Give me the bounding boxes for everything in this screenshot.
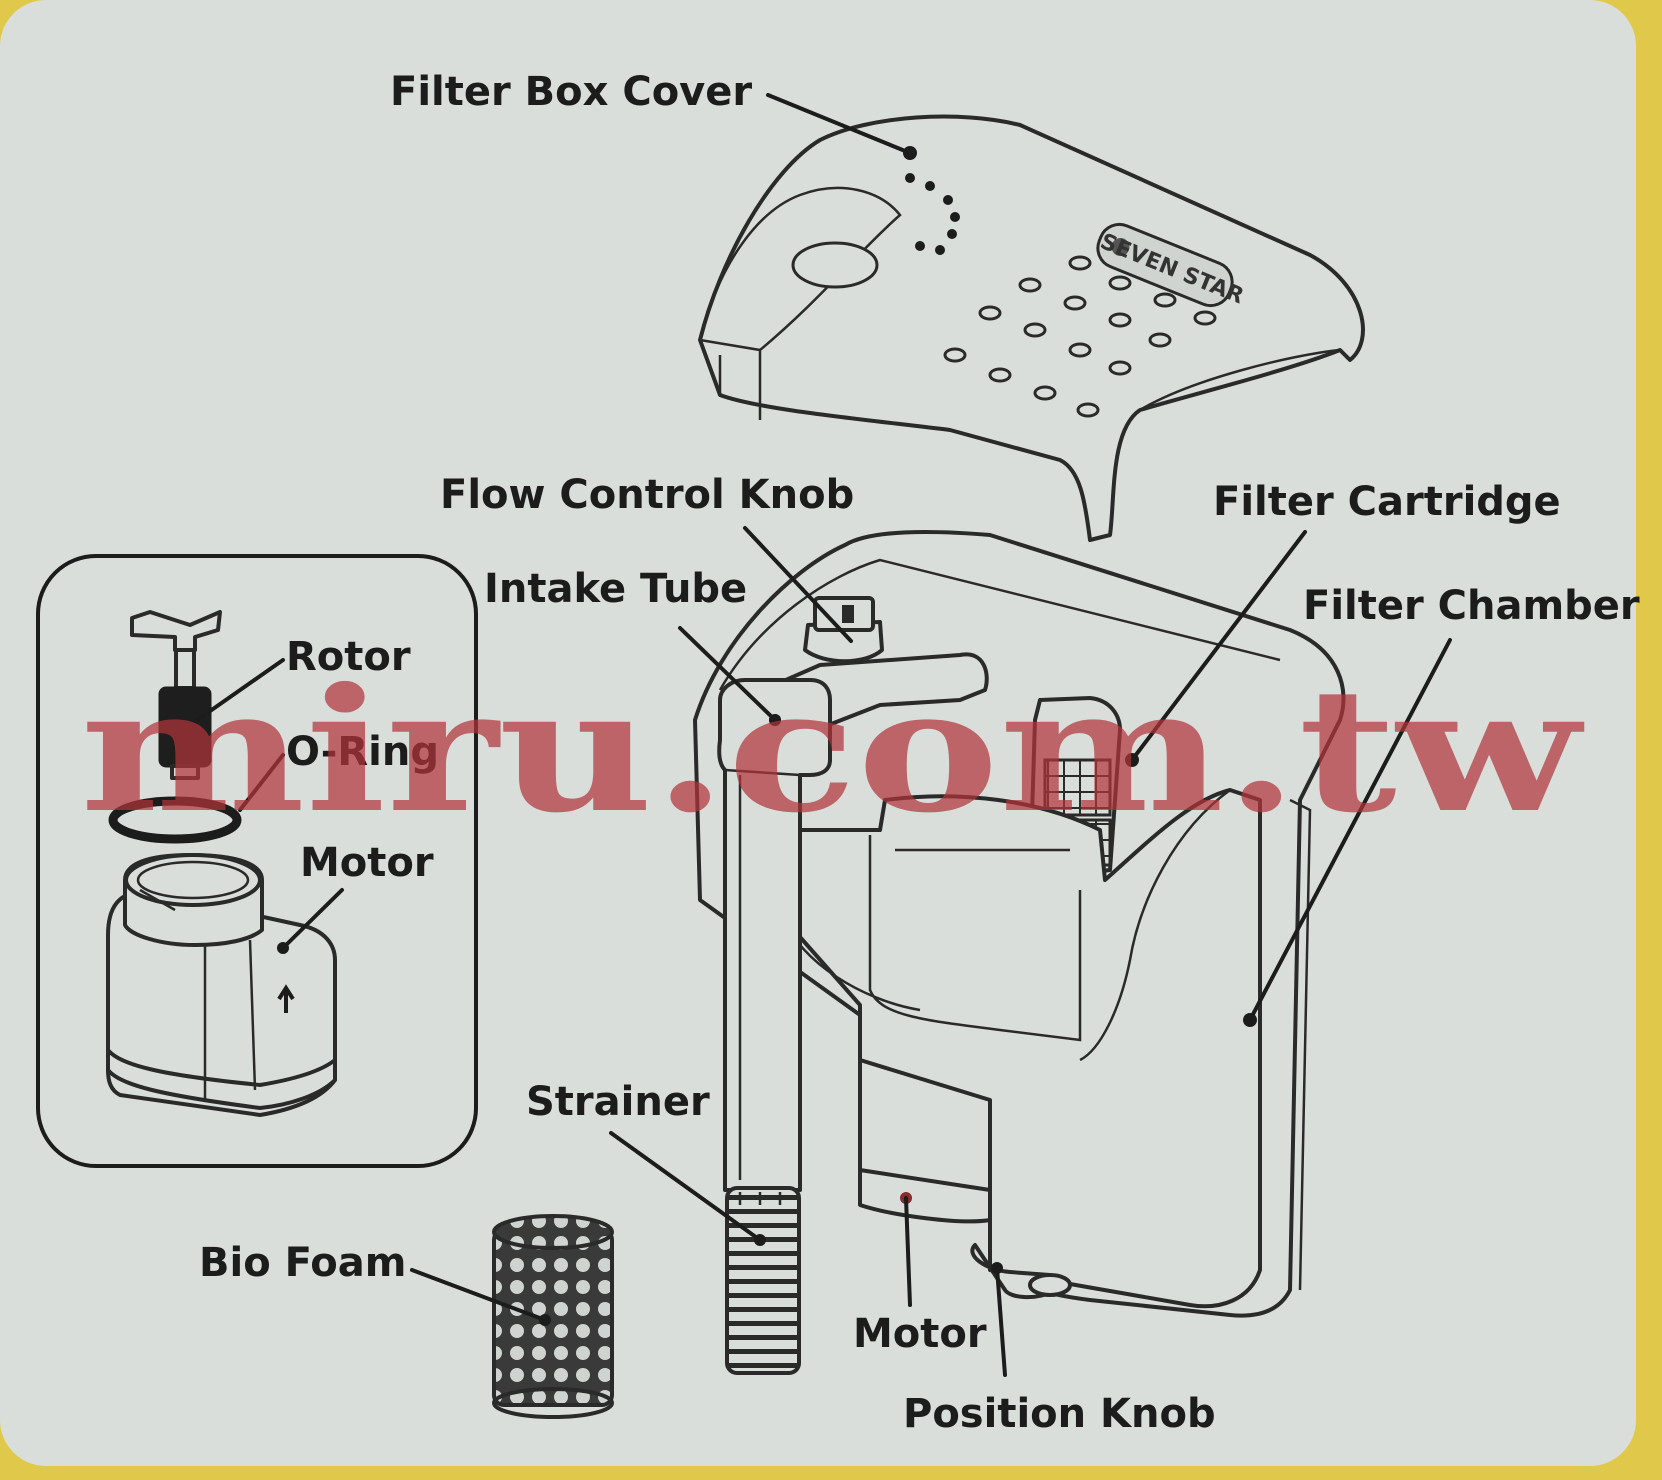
flow-control-knob [803, 596, 884, 664]
label-rotor: Rotor [286, 634, 411, 680]
label-filter-chamber: Filter Chamber [1303, 583, 1640, 629]
label-motor-main: Motor [853, 1311, 987, 1357]
o-ring [108, 796, 242, 844]
filter-chamber-body [693, 530, 1346, 1318]
motor-inset-part [106, 853, 337, 1117]
position-knob [970, 1243, 1072, 1299]
filter-box-cover: SEVEN STAR [698, 114, 1365, 542]
rotor [130, 610, 222, 780]
strainer [725, 1186, 801, 1375]
label-position-knob: Position Knob [903, 1391, 1216, 1437]
leader-lines [191, 93, 1452, 1377]
intake-tube [717, 678, 832, 1192]
label-intake-tube: Intake Tube [484, 566, 747, 612]
label-motor-inset: Motor [300, 840, 434, 886]
watermark-text: miru.com.tw [80, 651, 1585, 851]
label-flow-control-knob: Flow Control Knob [440, 472, 854, 518]
label-o-ring: O-Ring [286, 729, 439, 775]
label-filter-cartridge: Filter Cartridge [1213, 479, 1561, 525]
label-bio-foam: Bio Foam [199, 1240, 406, 1286]
motor-assembly-inset [36, 554, 478, 1168]
motor-housing [858, 1058, 992, 1224]
label-strainer: Strainer [526, 1079, 710, 1125]
label-filter-box-cover: Filter Box Cover [390, 69, 752, 115]
bio-foam [492, 1214, 614, 1419]
